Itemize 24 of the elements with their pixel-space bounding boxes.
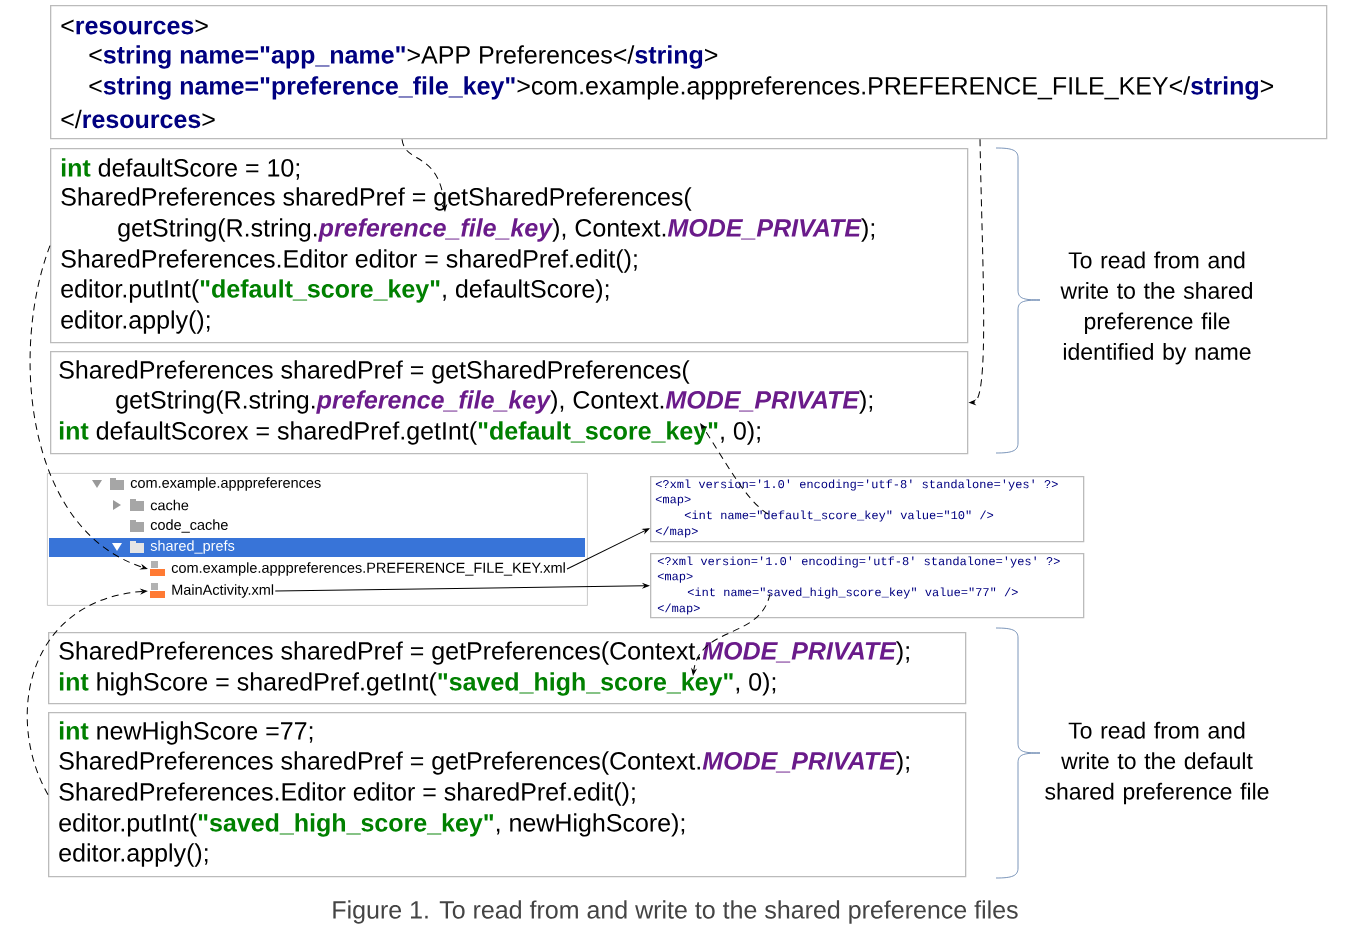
figure-caption: Figure 1. To read from and write to the shared preference files bbox=[333, 900, 1018, 924]
code-box: int defaultScore = 10; SharedPreferences sharedPref = getSharedPreferences( getString(R.string.preference_file_key), Context.MODE_PRIVATE); SharedPreferences.Editor editor = sharedPref.edit(); editor.putInt("default_score_key", defaultScore); editor.apply(); bbox=[50, 148, 969, 344]
arrow bbox=[26, 589, 148, 796]
code-box: SharedPreferences sharedPref = getSharedPreferences( getString(R.string.preference_file_key), Context.MODE_PRIVATE); int defaultScorex = sharedPref.getInt("default_score_key", 0); bbox=[50, 351, 969, 455]
code-box: SharedPreferences sharedPref = getPreferences(Context.MODE_PRIVATE); int highScore = sharedPref.getInt("saved_high_score_key", 0); bbox=[48, 632, 967, 705]
arrow bbox=[274, 583, 650, 592]
arrow bbox=[29, 245, 148, 570]
folder-name: cache bbox=[150, 499, 189, 511]
code-box: <resources> <string name="app_name">APP Preferences</string> <string name="preference_file_key">com.example.apppreferences.PREFERENCE_FILE_KEY</string> </resources> bbox=[50, 5, 1328, 140]
arrow bbox=[700, 423, 769, 515]
file-name: MainActivity.xml bbox=[172, 584, 274, 598]
xml-file-box: <?xml version='1.0' encoding='utf-8' standalone='yes' ?> <map> <int name="default_score_key" value="10" /> </map> bbox=[650, 476, 1085, 543]
note-text: To read from and write to the default shared preference file bbox=[1045, 721, 1269, 805]
xml-file-box: <?xml version='1.0' encoding='utf-8' standalone='yes' ?> <map> <int name="saved_high_score_key" value="77" /> </map> bbox=[650, 553, 1085, 619]
arrow bbox=[691, 593, 771, 676]
file-name: com.example.apppreferences.PREFERENCE_FILE_KEY.xml bbox=[171, 562, 565, 576]
arrow bbox=[969, 138, 985, 405]
arrow bbox=[401, 138, 447, 212]
code-box: int newHighScore =77; SharedPreferences sharedPref = getPreferences(Context.MODE_PRIVATE); SharedPreferences.Editor editor = sharedPref.edit(); editor.putInt("saved_high_score_key", newHighScore); editor.apply(); bbox=[48, 712, 967, 878]
folder-name: code_cache bbox=[150, 519, 228, 533]
folder-name: shared_prefs bbox=[150, 540, 235, 554]
folder-name: com.example.apppreferences bbox=[130, 477, 321, 491]
arrow bbox=[566, 528, 650, 570]
note-text: To read from and write to the shared preference file identified by name bbox=[1060, 251, 1252, 365]
